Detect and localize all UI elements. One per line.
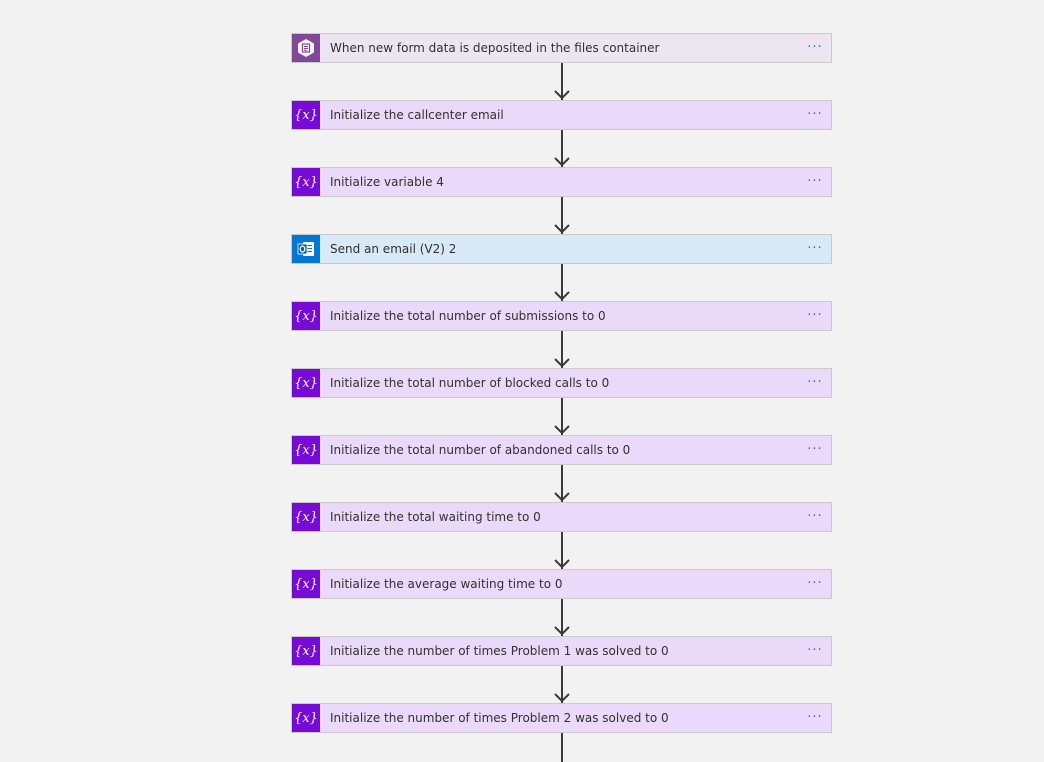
flow-step-4[interactable]: Send an email (V2) 2 ··· bbox=[291, 234, 832, 264]
arrow-head-icon bbox=[554, 492, 570, 501]
step-title: When new form data is deposited in the f… bbox=[330, 41, 660, 55]
step-title: Initialize the total waiting time to 0 bbox=[330, 510, 541, 524]
more-options-icon[interactable]: ··· bbox=[807, 375, 823, 390]
connector-arrow bbox=[553, 599, 571, 636]
variable-icon: {x} bbox=[292, 302, 320, 330]
step-title: Initialize the number of times Problem 2… bbox=[330, 711, 669, 725]
variable-icon-glyph: {x} bbox=[294, 576, 318, 592]
variable-icon: {x} bbox=[292, 369, 320, 397]
more-options-icon[interactable]: ··· bbox=[807, 107, 823, 122]
flow-step-3[interactable]: {x} Initialize variable 4 ··· bbox=[291, 167, 832, 197]
more-options-icon[interactable]: ··· bbox=[807, 710, 823, 725]
variable-icon: {x} bbox=[292, 168, 320, 196]
variable-icon-glyph: {x} bbox=[294, 643, 318, 659]
more-options-icon[interactable]: ··· bbox=[807, 442, 823, 457]
step-title: Initialize the average waiting time to 0 bbox=[330, 577, 563, 591]
flow-step-10[interactable]: {x} Initialize the number of times Proble… bbox=[291, 636, 832, 666]
variable-icon: {x} bbox=[292, 570, 320, 598]
flow-step-7[interactable]: {x} Initialize the total number of abando… bbox=[291, 435, 832, 465]
arrow-head-icon bbox=[554, 358, 570, 367]
arrow-head-icon bbox=[554, 559, 570, 568]
connector-arrow bbox=[553, 197, 571, 234]
arrow-head-icon bbox=[554, 157, 570, 166]
connector-arrow bbox=[553, 666, 571, 703]
step-title: Initialize the number of times Problem 1… bbox=[330, 644, 669, 658]
step-title: Initialize variable 4 bbox=[330, 175, 444, 189]
more-options-icon[interactable]: ··· bbox=[807, 174, 823, 189]
connector-arrow bbox=[553, 733, 571, 762]
flow-step-8[interactable]: {x} Initialize the total waiting time to … bbox=[291, 502, 832, 532]
flow-step-11[interactable]: {x} Initialize the number of times Proble… bbox=[291, 703, 832, 733]
outlook-icon bbox=[292, 235, 320, 263]
connector-arrow bbox=[553, 331, 571, 368]
variable-icon-glyph: {x} bbox=[294, 710, 318, 726]
arrow-head-icon bbox=[554, 224, 570, 233]
arrow-head-icon bbox=[554, 425, 570, 434]
flow-step-6[interactable]: {x} Initialize the total number of blocke… bbox=[291, 368, 832, 398]
variable-icon: {x} bbox=[292, 436, 320, 464]
flow-step-5[interactable]: {x} Initialize the total number of submis… bbox=[291, 301, 832, 331]
step-title: Initialize the callcenter email bbox=[330, 108, 504, 122]
connector-arrow bbox=[553, 130, 571, 167]
more-options-icon[interactable]: ··· bbox=[807, 643, 823, 658]
more-options-icon[interactable]: ··· bbox=[807, 576, 823, 591]
flow-step-9[interactable]: {x} Initialize the average waiting time t… bbox=[291, 569, 832, 599]
connector-arrow bbox=[553, 264, 571, 301]
step-title: Initialize the total number of submissio… bbox=[330, 309, 606, 323]
step-title: Initialize the total number of abandoned… bbox=[330, 443, 631, 457]
variable-icon: {x} bbox=[292, 503, 320, 531]
variable-icon-glyph: {x} bbox=[294, 509, 318, 525]
variable-icon: {x} bbox=[292, 637, 320, 665]
connector-arrow bbox=[553, 63, 571, 100]
storage-blob-icon bbox=[292, 34, 320, 62]
arrow-head-icon bbox=[554, 90, 570, 99]
more-options-icon[interactable]: ··· bbox=[807, 241, 823, 256]
connector-arrow bbox=[553, 465, 571, 502]
connector-arrow bbox=[553, 398, 571, 435]
step-title: Initialize the total number of blocked c… bbox=[330, 376, 610, 390]
more-options-icon[interactable]: ··· bbox=[807, 40, 823, 55]
more-options-icon[interactable]: ··· bbox=[807, 308, 823, 323]
step-title: Send an email (V2) 2 bbox=[330, 242, 457, 256]
more-options-icon[interactable]: ··· bbox=[807, 509, 823, 524]
variable-icon-glyph: {x} bbox=[294, 174, 318, 190]
arrow-head-icon bbox=[554, 626, 570, 635]
variable-icon: {x} bbox=[292, 704, 320, 732]
connector-arrow bbox=[553, 532, 571, 569]
flow-step-1[interactable]: When new form data is deposited in the f… bbox=[291, 33, 832, 63]
arrow-head-icon bbox=[554, 693, 570, 702]
variable-icon-glyph: {x} bbox=[294, 308, 318, 324]
variable-icon: {x} bbox=[292, 101, 320, 129]
variable-icon-glyph: {x} bbox=[294, 375, 318, 391]
arrow-head-icon bbox=[554, 291, 570, 300]
variable-icon-glyph: {x} bbox=[294, 107, 318, 123]
flow-step-2[interactable]: {x} Initialize the callcenter email ··· bbox=[291, 100, 832, 130]
variable-icon-glyph: {x} bbox=[294, 442, 318, 458]
